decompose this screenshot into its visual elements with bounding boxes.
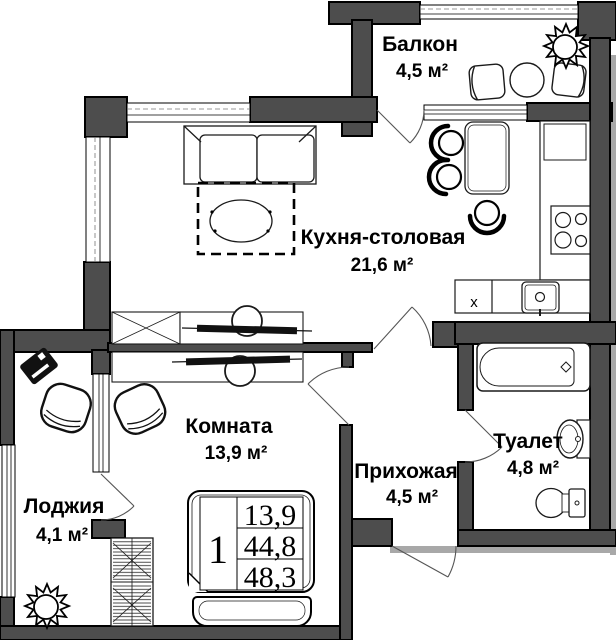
toilet-bowl (535, 487, 586, 519)
stamp-area-without-balcony: 44,8 (244, 530, 297, 563)
armchair-room (113, 383, 167, 435)
window-living-left (85, 136, 111, 263)
balcony-table (509, 62, 545, 98)
plant-icon-balcony (541, 21, 591, 71)
bathtub (476, 342, 591, 392)
wardrobe-x (111, 311, 181, 345)
tv-console-kitchen (179, 305, 313, 345)
window-balcony-kitchen (423, 104, 528, 121)
washbasin (556, 419, 591, 459)
door-room (307, 366, 350, 426)
balcony-chair-right (551, 62, 587, 98)
wardrobe-hatched (110, 537, 154, 627)
balcony-chair-left (468, 63, 506, 101)
door-loggia (100, 473, 135, 521)
windows (1, 4, 579, 598)
window-loggia-room (92, 373, 110, 473)
label-hallway-name: Прихожая (354, 460, 458, 483)
loggia-desk (20, 347, 58, 385)
stool-chairs (426, 123, 507, 236)
label-balcony-name: Балкон (382, 33, 458, 56)
dining-table (464, 121, 510, 195)
label-loggia-name: Лоджия (24, 495, 105, 518)
label-toilet-name: Туалет (493, 430, 563, 453)
stamp-total-area: 48,3 (244, 561, 297, 594)
label-room-area: 13,9 м² (205, 443, 268, 464)
neighbor-wall-trim (390, 55, 616, 555)
door-entrance (391, 545, 457, 578)
label-kitchen-name: Кухня-столовая (301, 226, 466, 249)
stamp-living-area: 13,9 (244, 499, 297, 532)
plant-icon-loggia (22, 581, 72, 631)
kitchen-sink (521, 281, 560, 316)
doors (100, 109, 503, 578)
label-balcony-area: 4,5 м² (396, 61, 448, 82)
window-loggia-left (1, 444, 16, 598)
label-kitchen-area: 21,6 м² (351, 255, 414, 276)
sink-mark-label: х (470, 294, 478, 311)
opening-kitchen-hallway (373, 306, 432, 350)
label-loggia-area: 4,1 м² (36, 525, 88, 546)
stamp-rooms-count: 1 (208, 527, 228, 572)
door-balcony (376, 109, 425, 144)
label-hallway-area: 4,5 м² (386, 487, 438, 508)
label-toilet-area: 4,8 м² (507, 458, 559, 479)
label-room-name: Комната (185, 415, 273, 438)
window-living-top (126, 102, 251, 123)
kitchen-counter-right (539, 120, 591, 281)
stamp-table: 1 13,9 44,8 48,3 (199, 496, 304, 594)
coffee-table (209, 199, 273, 243)
room-labels: Балкон 4,5 м² Кухня-столовая 21,6 м² Ком… (24, 33, 563, 546)
stove (550, 205, 591, 255)
window-balcony-top (419, 4, 579, 20)
door-toilet (464, 409, 503, 463)
sofa (183, 125, 317, 185)
armchair-loggia (40, 382, 92, 434)
tv-console-room (111, 351, 304, 387)
rug (196, 181, 296, 256)
